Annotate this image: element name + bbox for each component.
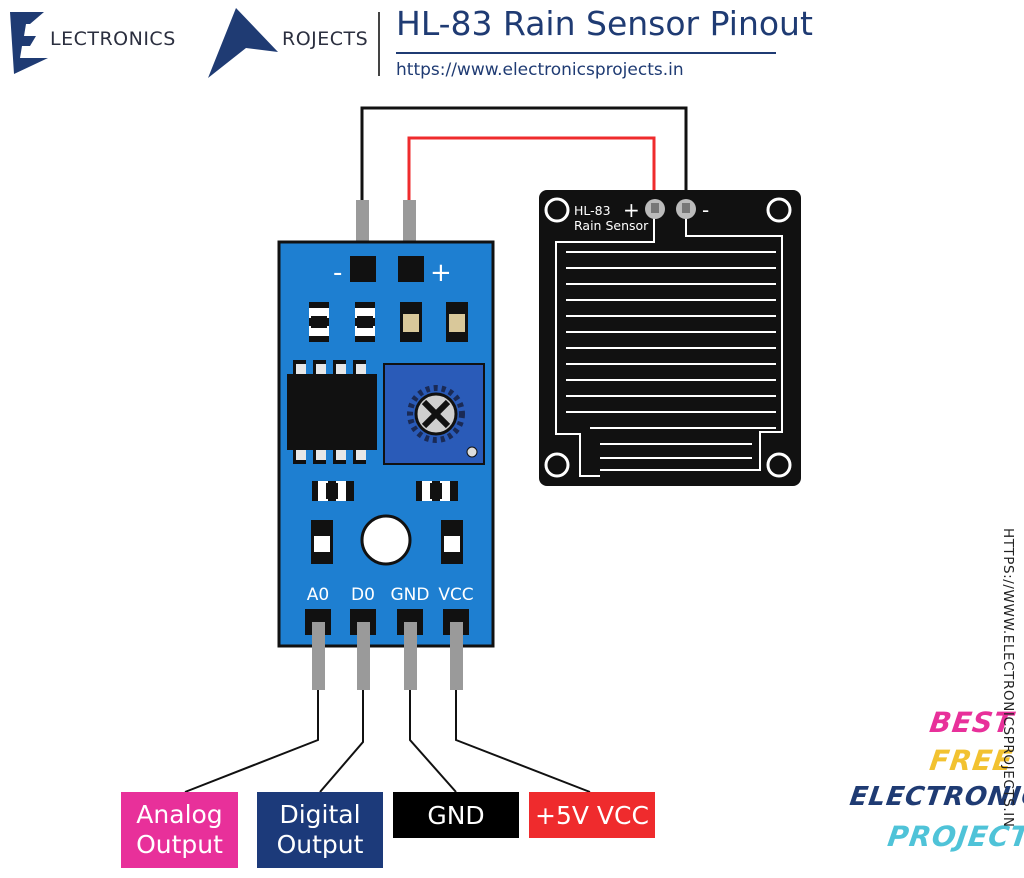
module-plus-label: + xyxy=(430,258,452,288)
potentiometer xyxy=(383,363,485,465)
leader-a0 xyxy=(184,690,319,793)
module-minus-label: - xyxy=(333,258,342,288)
resistor-4 xyxy=(416,481,458,501)
module-pad-plus xyxy=(398,256,424,282)
digital-output-line1: Digital xyxy=(279,800,361,829)
sensor-plus-label: + xyxy=(623,198,640,222)
led-2 xyxy=(441,520,463,564)
leader-d0 xyxy=(319,690,364,793)
pin-label-d0: D0 xyxy=(351,585,375,605)
sensor-traces xyxy=(555,218,783,477)
mounting-hole xyxy=(360,514,412,566)
logo-p-icon xyxy=(208,8,278,78)
sensor-hole-tl xyxy=(544,197,570,223)
pin-gnd xyxy=(404,622,417,690)
capacitor-1 xyxy=(400,302,422,342)
side-url: HTTPS://WWW.ELECTRONICSPROJECTS.IN xyxy=(1000,528,1016,828)
pin-d0 xyxy=(357,622,370,690)
logo-word-electronics: LECTRONICS xyxy=(50,28,176,50)
vcc-badge-label: +5V VCC xyxy=(535,800,649,830)
gnd-badge-label: GND xyxy=(427,800,485,830)
analog-output-line1: Analog xyxy=(136,800,223,829)
brand-logo xyxy=(10,8,278,78)
leader-vcc xyxy=(455,690,591,793)
pin-label-a0: A0 xyxy=(307,585,329,605)
pin-label-gnd: GND xyxy=(391,585,430,605)
pin-vcc xyxy=(450,622,463,690)
sensor-hole-tr xyxy=(766,197,792,223)
title-underline xyxy=(396,52,776,54)
module-pad-minus xyxy=(350,256,376,282)
resistor-1 xyxy=(309,302,329,342)
comparator-ic xyxy=(287,360,377,464)
sensor-hole-bl xyxy=(544,452,570,478)
brand-word-electronics: ELECTRONICS xyxy=(847,782,1024,812)
pin-label-vcc: VCC xyxy=(438,585,473,605)
black-wire xyxy=(360,106,688,210)
sensor-hole-br xyxy=(766,452,792,478)
resistor-3 xyxy=(312,481,354,501)
header-url: https://www.electronicsprojects.in xyxy=(396,60,684,80)
logo-e-icon xyxy=(10,12,48,74)
pin-a0 xyxy=(312,622,325,690)
red-wire xyxy=(407,136,656,210)
resistor-2 xyxy=(355,302,375,342)
logo-word-projects: ROJECTS xyxy=(282,28,369,50)
capacitor-2 xyxy=(446,302,468,342)
digital-output-line2: Output xyxy=(276,830,364,859)
led-1 xyxy=(311,520,333,564)
leader-gnd xyxy=(409,690,457,793)
header: LECTRONICS ROJECTS HL-83 Rain Sensor Pin… xyxy=(0,0,1024,90)
sensor-name-line1: HL-83 xyxy=(574,203,611,218)
sensor-minus-label: - xyxy=(702,198,709,222)
sensor-name-line2: Rain Sensor xyxy=(574,218,649,233)
vcc-badge: +5V VCC xyxy=(529,792,655,838)
gnd-badge: GND xyxy=(393,792,519,838)
header-divider xyxy=(378,12,380,76)
rain-sensor-plate: HL-83 Rain Sensor + - xyxy=(539,190,801,486)
page-title: HL-83 Rain Sensor Pinout xyxy=(396,4,813,43)
analog-output-line2: Output xyxy=(136,830,223,859)
